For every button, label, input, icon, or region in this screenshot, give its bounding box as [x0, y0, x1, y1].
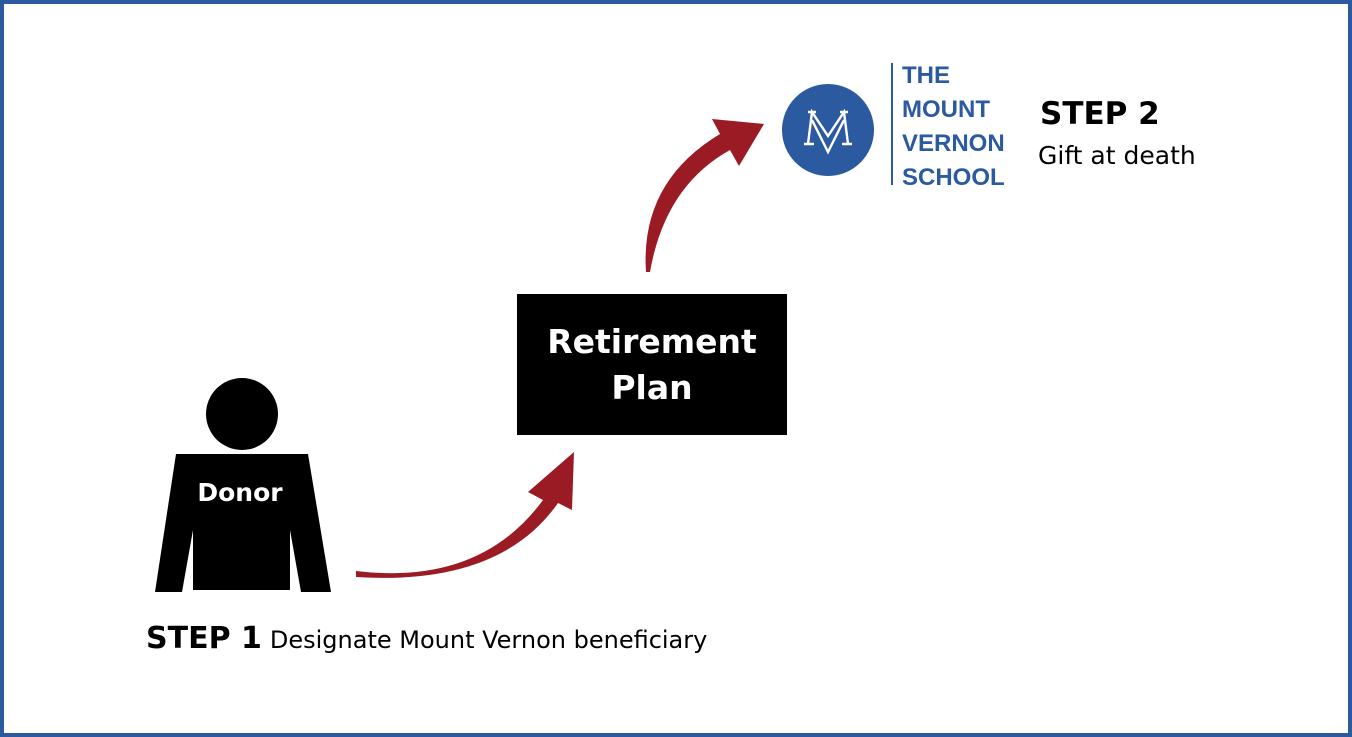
retirement-plan-box: Retirement Plan [517, 294, 787, 435]
plan-label-line2: Plan [611, 367, 693, 407]
school-name-line: THE [902, 62, 950, 89]
mv-monogram-icon [804, 108, 852, 155]
school-name-line: VERNON [902, 130, 1005, 157]
school-logo-emblem [782, 84, 874, 176]
school-name-line: SCHOOL [902, 164, 1005, 191]
step1-title: STEP 1 [146, 621, 262, 656]
donor-head [206, 378, 278, 450]
step2-description: Gift at death [1038, 141, 1196, 170]
school-name: THE MOUNT VERNON SCHOOL [902, 59, 1005, 195]
step1-description: Designate Mount Vernon beneficiary [269, 626, 708, 654]
donor-label: Donor [197, 478, 283, 507]
logo-divider [891, 63, 893, 185]
step1-caption: STEP 1 Designate Mount Vernon beneficiar… [146, 621, 707, 656]
donor-body [155, 454, 331, 592]
step2-title: STEP 2 [1040, 96, 1160, 132]
arrow-plan-to-school [645, 119, 764, 272]
school-name-line: MOUNT [902, 96, 990, 123]
plan-label-line1: Retirement [547, 321, 757, 361]
